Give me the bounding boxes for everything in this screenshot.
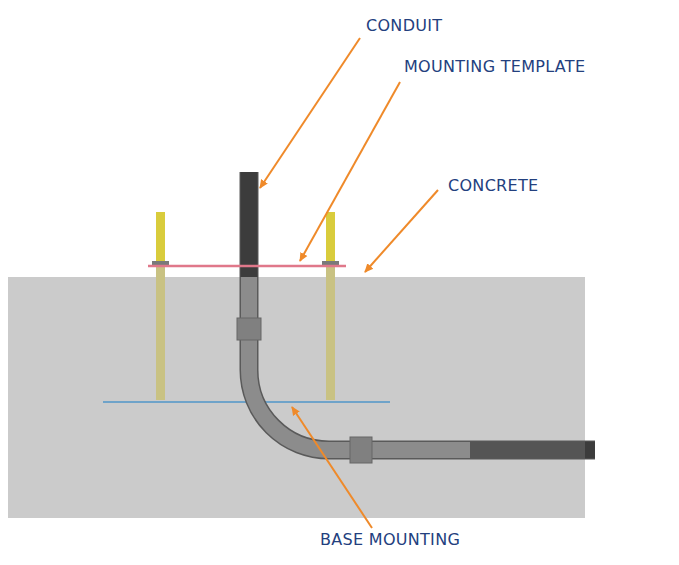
part-label: CONCRETE [448, 176, 538, 195]
leader-lines [260, 38, 438, 528]
conduit [237, 172, 595, 463]
concrete-block [8, 277, 585, 518]
part-label: MOUNTING TEMPLATE [404, 57, 585, 76]
part-label: CONDUIT [366, 16, 442, 35]
part-label: BASE MOUNTING [320, 530, 460, 549]
mounting-template [148, 265, 346, 268]
